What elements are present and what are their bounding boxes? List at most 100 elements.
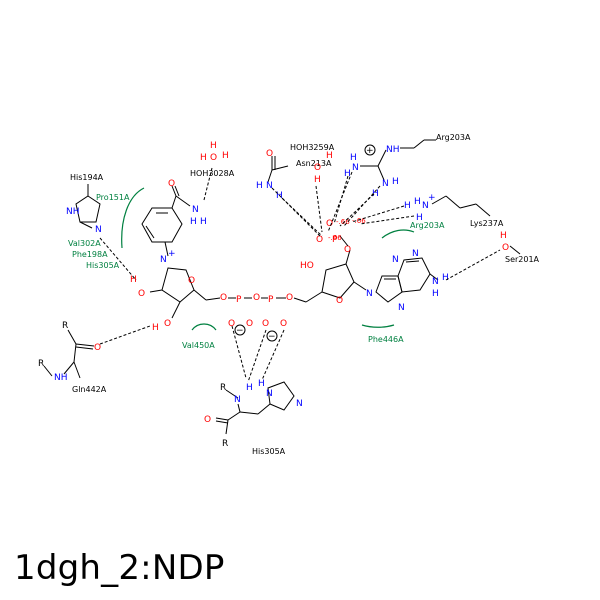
svg-text:P: P [332,235,338,245]
svg-text:N: N [95,225,102,235]
his305-bottom-label: His305A [252,447,286,456]
svg-text:+: + [168,249,176,259]
svg-text:O: O [502,243,509,253]
svg-text:O: O [262,319,269,329]
svg-text:O: O [210,153,217,163]
gln442-backbone: R O NH R [38,321,101,383]
his194-sidechain: NH N [66,184,102,235]
svg-text:N: N [266,181,273,191]
svg-text:N: N [366,289,373,299]
svg-text:NH: NH [386,145,400,155]
diagram-title: 1dgh_2:NDP [14,548,225,588]
svg-text:O: O [246,319,253,329]
hydrophobic-arc-arg203 [381,229,415,239]
svg-text:H: H [222,151,229,161]
svg-text:H: H [258,379,265,389]
svg-text:NH: NH [54,373,68,383]
hydrogen-bonds [99,167,501,383]
ribose-nicotinamide: O O H O H [130,267,221,333]
svg-text:H: H [130,275,137,285]
pro151-label: Pro151A [96,193,130,202]
svg-text:N: N [296,399,303,409]
arg203-sidechain: H N + NH N H H H [344,139,436,199]
asn213-label: Asn213A [296,159,332,168]
svg-text:O: O [266,149,273,159]
val450-label: Val450A [182,341,215,350]
his305-top-label: His305A [86,261,120,270]
his194-label: His194A [70,173,104,182]
svg-text:H: H [200,153,207,163]
svg-text:R: R [38,359,44,369]
charge-2: -.66 [352,217,366,225]
svg-text:P: P [268,295,274,305]
svg-text:N: N [352,163,359,173]
svg-text:O: O [164,319,171,329]
charge-3: -.66 [328,234,342,242]
svg-text:H: H [442,273,449,283]
svg-text:R: R [62,321,68,331]
svg-text:+: + [366,146,374,156]
lys237-label: Lys237A [470,219,504,228]
svg-text:N: N [382,179,389,189]
svg-text:H: H [256,181,263,191]
svg-text:N: N [392,255,399,265]
val302-label: Val302A [68,239,101,248]
ser201-sidechain: H O [500,231,521,255]
svg-text:H: H [404,201,411,211]
svg-text:O: O [286,293,293,303]
svg-text:H: H [414,197,421,207]
gln442-label: Gln442A [72,385,107,394]
svg-text:−: − [236,326,244,336]
svg-text:N: N [432,277,439,287]
hydrophobic-arc-val450 [191,323,217,331]
svg-text:H: H [344,169,351,179]
lys237-sidechain: H H N + H [404,193,491,223]
nicotinamide-ring: O N H H N + [141,179,207,265]
svg-text:N: N [160,255,167,265]
svg-text:N: N [412,249,419,259]
phe198-label: Phe198A [72,250,108,259]
svg-text:HO: HO [300,261,314,271]
svg-text:O: O [204,415,211,425]
phe446-label: Phe446A [368,335,404,344]
svg-text:N: N [422,201,429,211]
svg-text:O: O [280,319,287,329]
diphosphate: O P O P O O O O O − − [220,293,293,342]
svg-text:O: O [314,163,321,173]
svg-text:N: N [266,389,273,399]
svg-text:H: H [190,217,197,227]
svg-text:H: H [246,383,253,393]
water-hoh3028: H O H H [200,141,229,163]
water-hoh3259: H O H [314,151,333,185]
hydrophobic-arc-pro151 [121,187,145,249]
svg-text:O: O [220,293,227,303]
svg-text:O: O [94,343,101,353]
svg-text:R: R [222,439,228,449]
svg-text:NH: NH [66,207,80,217]
svg-text:N: N [234,395,241,405]
svg-text:+: + [428,193,436,203]
svg-text:H: H [314,175,321,185]
svg-text:N: N [398,303,405,313]
svg-text:O: O [326,219,333,229]
hoh3259-label: HOH3259A [290,143,335,152]
svg-text:H: H [210,141,217,151]
hoh3028-label: HOH3028A [190,169,235,178]
ribose-adenosine: O HO O [293,245,367,306]
svg-text:O: O [138,289,145,299]
svg-text:H: H [200,217,207,227]
charge-1: -.66 [336,218,350,226]
svg-text:H: H [416,213,423,223]
hydrophobic-arc-phe446 [361,324,395,328]
arg203-top-label: Arg203A [436,133,471,142]
svg-text:−: − [268,332,276,342]
svg-text:H: H [392,177,399,187]
svg-text:H: H [432,289,439,299]
svg-text:O: O [168,179,175,189]
phosphate-2prime: O O P -.66 -.66 -.66 [316,217,366,247]
ser201-label: Ser201A [505,255,540,264]
svg-text:O: O [316,235,323,245]
svg-text:H: H [350,153,357,163]
svg-text:O: O [344,245,351,255]
svg-text:O: O [336,296,343,306]
